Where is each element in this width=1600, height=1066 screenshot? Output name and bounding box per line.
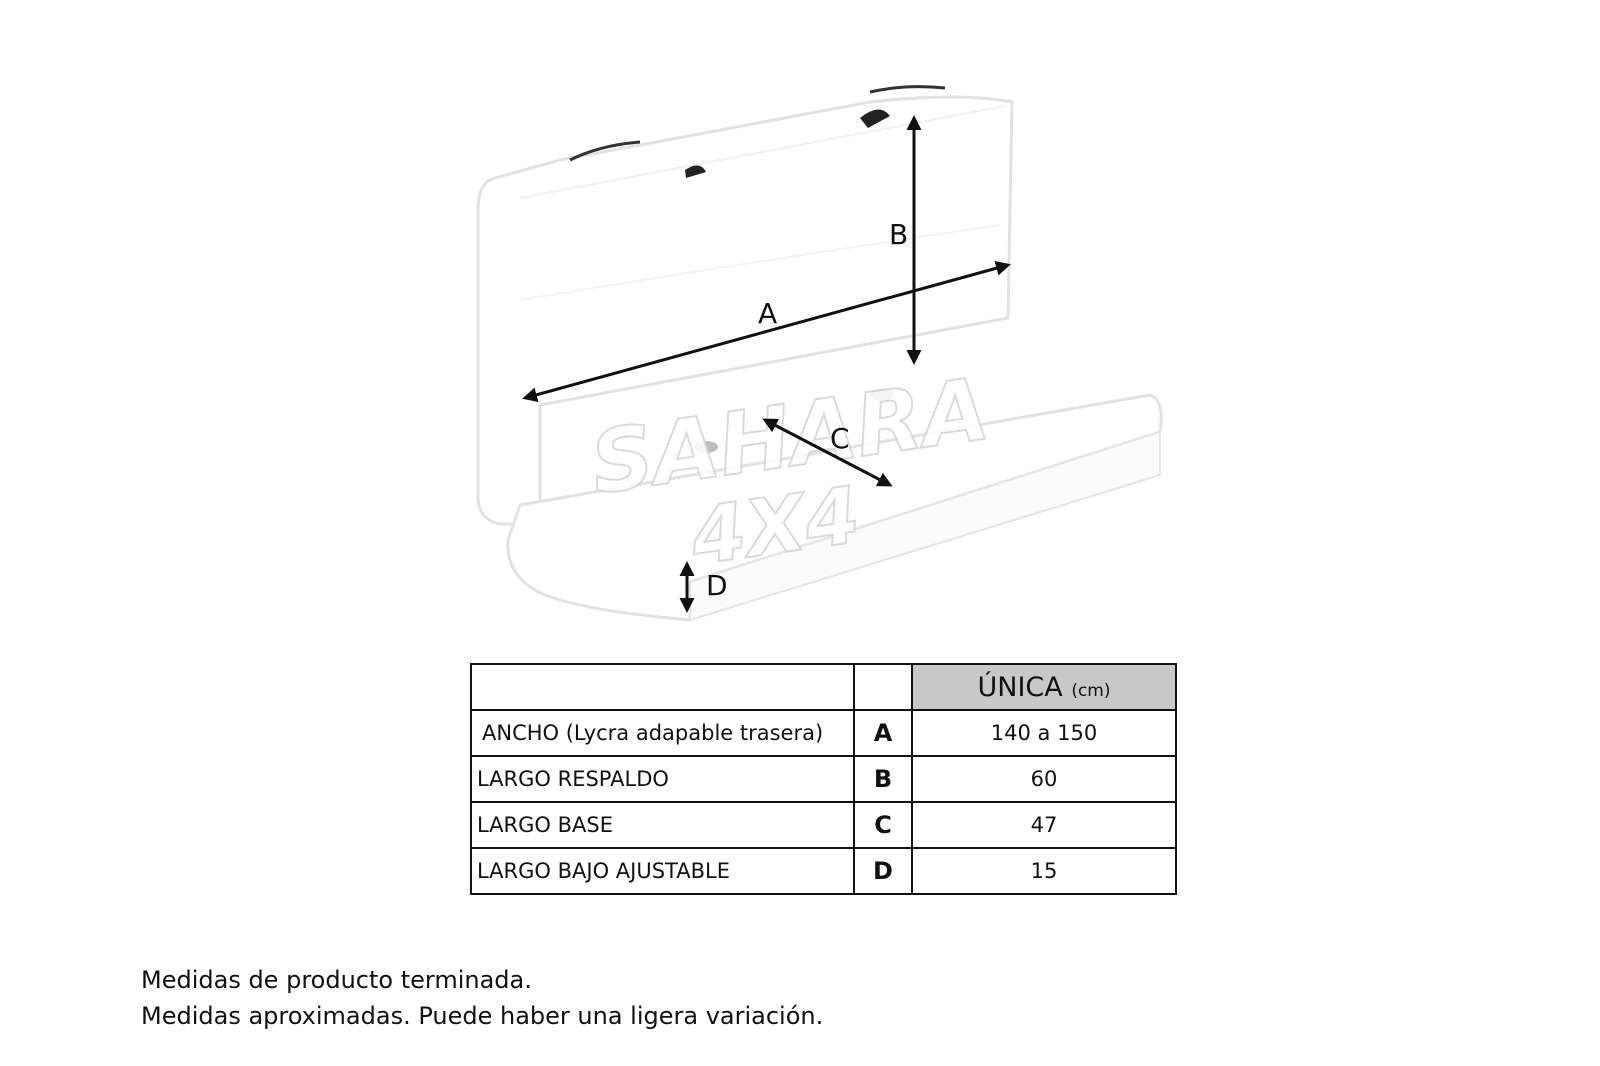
dimension-value: 60 (911, 755, 1177, 803)
footnote-line-1: Medidas de producto terminada. (141, 966, 532, 994)
dimension-arrow-a (522, 260, 1011, 403)
dimension-label-a: A (758, 297, 777, 330)
dimension-value: 47 (911, 801, 1177, 849)
table-header-letter-empty (853, 663, 913, 711)
table-row: LARGO BAJO AJUSTABLE D 15 (470, 847, 1177, 895)
dimension-letter: A (853, 709, 913, 757)
table-row: ANCHO (Lycra adapable trasera) A 140 a 1… (470, 709, 1177, 757)
dimension-name-main: LARGO BASE (477, 813, 613, 837)
footnote-line-2: Medidas aproximadas. Puede haber una lig… (141, 1002, 824, 1030)
dimension-name-main: ANCHO (482, 721, 560, 745)
dimension-name: LARGO BASE (470, 801, 855, 849)
seat-cover-diagram: SAHARA 4X4 A B C D (476, 85, 1163, 622)
dimension-name-main: LARGO RESPALDO (477, 767, 669, 791)
dimension-name: LARGO BAJO AJUSTABLE (470, 847, 855, 895)
table-header-row: ÚNICA (cm) (470, 663, 1177, 711)
dimension-letter: D (853, 847, 913, 895)
dimension-arrow-c (762, 418, 893, 487)
dimension-name-extra: (Lycra adapable trasera) (559, 721, 824, 745)
size-unit: (cm) (1071, 680, 1111, 701)
dimension-label-c: C (830, 422, 850, 455)
table-row: LARGO RESPALDO B 60 (470, 755, 1177, 803)
dimension-label-b: B (889, 218, 908, 251)
footnotes: Medidas de producto terminada. Medidas a… (141, 962, 823, 1034)
table-header-size: ÚNICA (cm) (911, 663, 1177, 711)
size-title: ÚNICA (977, 671, 1063, 703)
dimension-letter: C (853, 801, 913, 849)
measurements-table: ÚNICA (cm) ANCHO (Lycra adapable trasera… (470, 663, 1177, 895)
table-row: LARGO BASE C 47 (470, 801, 1177, 849)
dimension-name: LARGO RESPALDO (470, 755, 855, 803)
dimension-name-main: LARGO BAJO AJUSTABLE (477, 859, 730, 883)
dimension-name: ANCHO (Lycra adapable trasera) (470, 709, 855, 757)
dimension-label-d: D (706, 569, 728, 602)
dimension-letter: B (853, 755, 913, 803)
table-header-empty (470, 663, 855, 711)
dimension-value: 15 (911, 847, 1177, 895)
dimension-value: 140 a 150 (911, 709, 1177, 757)
dimension-arrows (522, 115, 1011, 613)
